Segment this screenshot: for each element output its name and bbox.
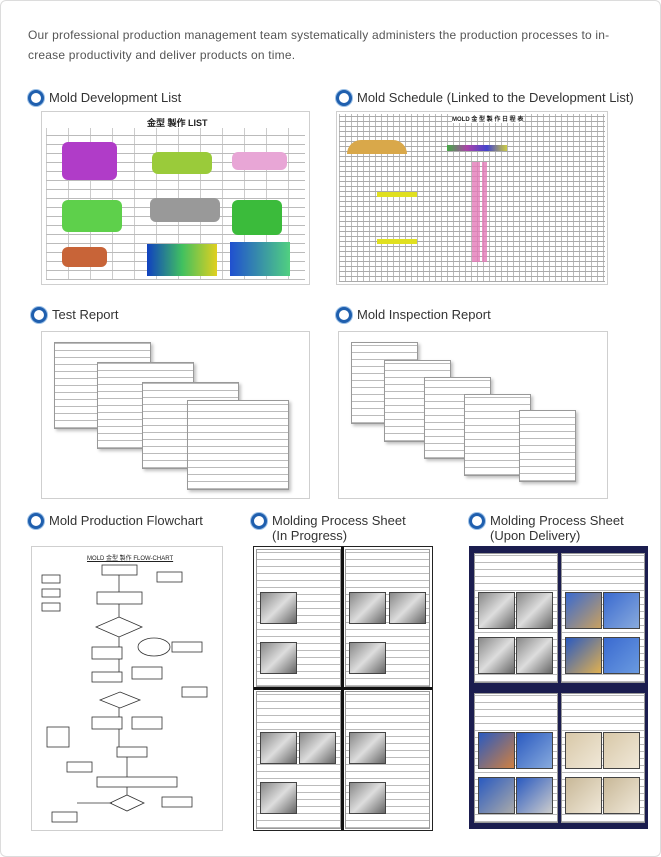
molding-process-sheet-upon-delivery-image [469,546,648,829]
bullet-icon [28,90,44,106]
heading-molding-process-sheet-upon-delivery: Molding Process Sheet(Upon Delivery) [469,513,624,543]
mold-schedule-image: MOLD 金 型 製 作 日 程 表 [336,111,608,285]
test-report-image [41,331,310,499]
thumb-caption: MOLD 金 型 製 作 日 程 表 [452,114,524,123]
bullet-icon [336,90,352,106]
thumb-caption: MOLD 金型 製作 FLOW-CHART [87,556,174,562]
mold-production-flowchart-image: MOLD 金型 製作 FLOW-CHART [31,546,223,831]
heading-mold-inspection-report: Mold Inspection Report [336,307,491,323]
heading-mold-production-flowchart: Mold Production Flowchart [28,513,203,529]
mold-inspection-report-image [338,331,608,499]
flowchart-diagram [41,564,208,823]
heading-mold-development-list: Mold Development List [28,90,181,106]
mold-development-list-image: 金型 製作 LIST [41,111,310,285]
intro-text: Our professional production management t… [28,28,610,62]
heading-test-report: Test Report [31,307,118,323]
molding-process-sheet-in-progress-image [253,546,433,831]
heading-molding-process-sheet-in-progress: Molding Process Sheet(In Progress) [251,513,406,543]
heading-mold-schedule: Mold Schedule (Linked to the Development… [336,90,634,106]
bullet-icon [336,307,352,323]
bullet-icon [469,513,485,529]
thumb-caption: 金型 製作 LIST [147,118,208,128]
bullet-icon [31,307,47,323]
bullet-icon [28,513,44,529]
bullet-icon [251,513,267,529]
